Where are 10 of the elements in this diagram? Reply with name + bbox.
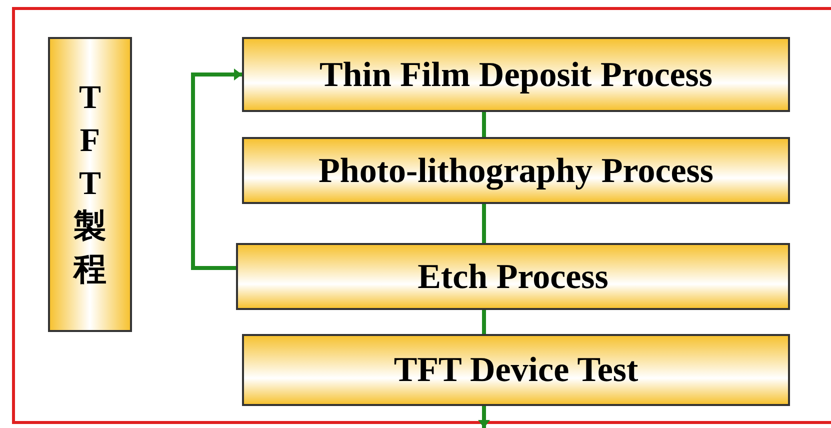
connector-line [482,310,486,334]
process-box: Thin Film Deposit Process [242,37,790,112]
connector-line [482,204,486,243]
process-box: TFT Device Test [242,334,790,406]
process-box: Photo-lithography Process [242,137,790,204]
label-bar: TFT製程 [48,37,132,332]
arrow [478,406,490,428]
process-box: Etch Process [236,243,790,310]
connector-line [482,112,486,137]
arrow [191,68,242,270]
